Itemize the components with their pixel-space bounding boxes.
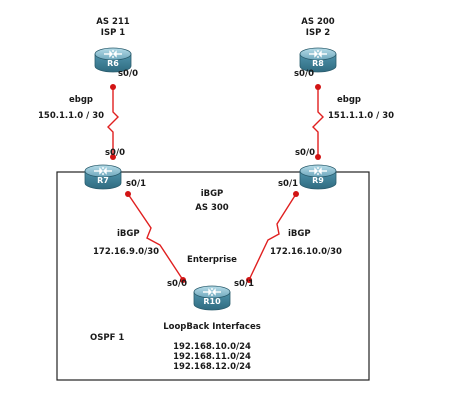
r9-s01-label: s0/1 xyxy=(278,179,298,189)
endpoint-r9-bottom xyxy=(293,191,299,197)
r7-s01-label: s0/1 xyxy=(126,179,146,189)
link-r8-r9 xyxy=(312,87,324,157)
left-ebgp-subnet: 150.1.1.0 / 30 xyxy=(38,111,104,121)
router-r10[interactable]: R10 xyxy=(193,285,231,311)
router-r7[interactable]: R7 xyxy=(84,164,122,190)
loopback-network-3: 192.168.12.0/24 xyxy=(173,362,251,372)
enterprise-name-label: Enterprise xyxy=(187,255,237,265)
endpoint-r10-left xyxy=(180,277,186,283)
right-ibgp-subnet: 172.16.10.0/30 xyxy=(270,247,342,257)
endpoint-r8 xyxy=(315,84,321,90)
r10-s00-label: s0/0 xyxy=(167,279,187,289)
right-ebgp-label: ebgp xyxy=(337,95,361,105)
enterprise-boundary xyxy=(56,171,370,381)
router-r10-label: R10 xyxy=(203,297,221,306)
link-r7-r10 xyxy=(127,193,184,281)
r7-s00-label: s0/0 xyxy=(105,148,125,158)
r8-s00-label: s0/0 xyxy=(294,69,314,79)
endpoint-r9-top xyxy=(315,154,321,160)
ospf-label: OSPF 1 xyxy=(90,333,124,343)
isp1-as-label: AS 211 xyxy=(96,17,129,27)
endpoint-r10-right xyxy=(246,277,252,283)
router-r6[interactable]: R6 xyxy=(94,47,132,73)
endpoint-r6 xyxy=(110,84,116,90)
loopback-network-1: 192.168.10.0/24 xyxy=(173,342,251,352)
enterprise-ibgp-label: iBGP xyxy=(201,189,224,199)
router-r8-label: R8 xyxy=(312,59,324,68)
router-r6-label: R6 xyxy=(107,59,119,68)
r10-s01-label: s0/1 xyxy=(234,279,254,289)
loopback-title: LoopBack Interfaces xyxy=(163,322,261,332)
router-r9-label: R9 xyxy=(312,176,324,185)
isp2-as-label: AS 200 xyxy=(301,17,334,27)
right-ibgp-label: iBGP xyxy=(288,229,311,239)
left-ibgp-label: iBGP xyxy=(117,229,140,239)
r6-s00-label: s0/0 xyxy=(118,69,138,79)
loopback-network-2: 192.168.11.0/24 xyxy=(173,352,251,362)
isp1-name-label: ISP 1 xyxy=(101,28,125,38)
right-ebgp-subnet: 151.1.1.0 / 30 xyxy=(328,111,394,121)
isp2-name-label: ISP 2 xyxy=(306,28,330,38)
link-r9-r10 xyxy=(248,193,297,281)
left-ibgp-subnet: 172.16.9.0/30 xyxy=(93,247,159,257)
endpoint-r7-top xyxy=(110,154,116,160)
r9-s00-label: s0/0 xyxy=(295,148,315,158)
left-ebgp-label: ebgp xyxy=(69,95,93,105)
enterprise-as-label: AS 300 xyxy=(195,203,228,213)
link-r6-r7 xyxy=(107,87,119,157)
router-r8[interactable]: R8 xyxy=(299,47,337,73)
router-r9[interactable]: R9 xyxy=(299,164,337,190)
endpoint-r7-bottom xyxy=(125,191,131,197)
router-r7-label: R7 xyxy=(97,176,109,185)
